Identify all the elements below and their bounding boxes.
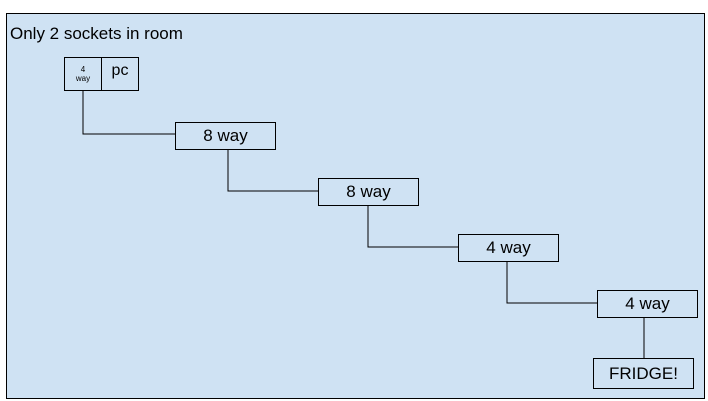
box-pc: pc (101, 57, 139, 91)
box-4-way-1: 4 way (458, 234, 559, 262)
box-8-way-1: 8 way (175, 122, 276, 150)
diagram-title: Only 2 sockets in room (10, 24, 183, 43)
box-4-way-2: 4 way (597, 290, 698, 318)
box-4-way-small-number: 4 (80, 65, 86, 74)
box-fridge: FRIDGE! (593, 358, 694, 389)
box-8-way-2: 8 way (318, 178, 419, 206)
box-4-way-small-word: way (75, 74, 91, 83)
box-4-way-small: 4 way (64, 57, 102, 91)
